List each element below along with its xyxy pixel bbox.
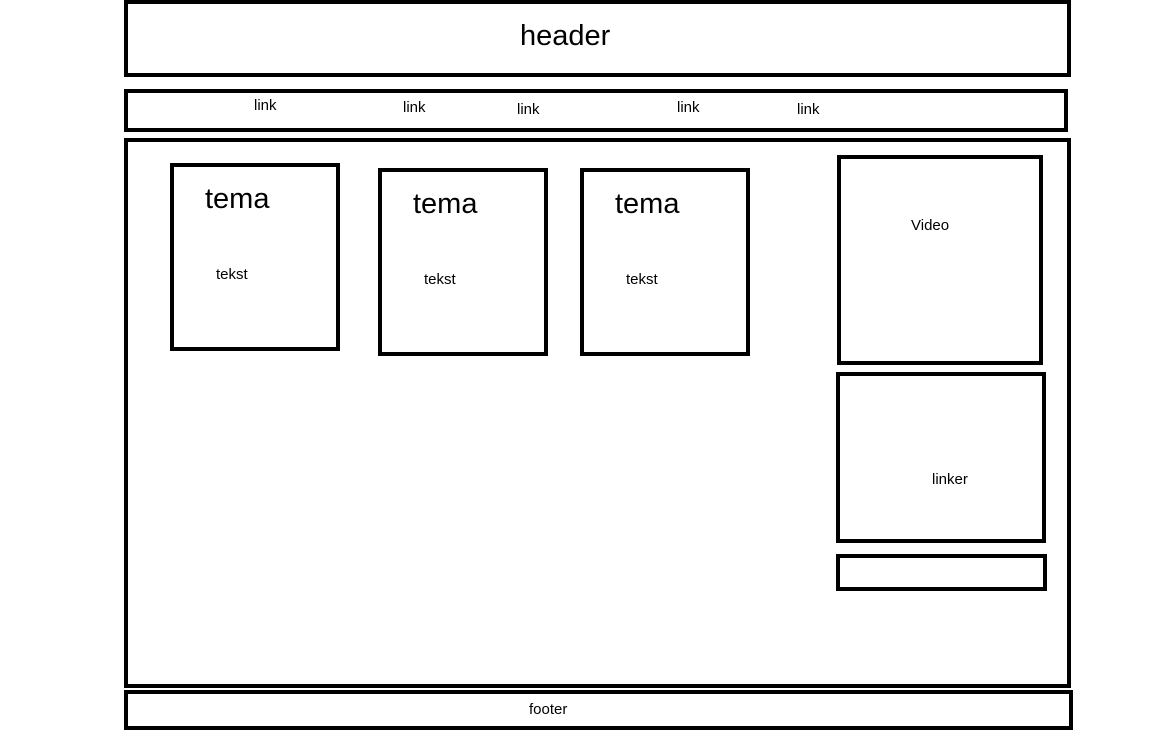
header-label: header: [520, 20, 611, 52]
topic-card-2: [378, 168, 548, 356]
nav-link-1[interactable]: link: [254, 97, 277, 114]
nav-link-3[interactable]: link: [517, 101, 540, 118]
topic-card-3-title: tema: [615, 188, 680, 220]
topic-card-1: [170, 163, 340, 351]
links-box: [836, 372, 1046, 543]
topic-card-1-title: tema: [205, 183, 270, 215]
topic-card-3: [580, 168, 750, 356]
header-box: [124, 0, 1071, 77]
sidebar-extra-box: [836, 554, 1047, 591]
footer-box: [124, 690, 1073, 730]
video-label: Video: [911, 217, 950, 234]
topic-card-2-title: tema: [413, 188, 478, 220]
links-label: linker: [932, 471, 968, 488]
nav-link-2[interactable]: link: [403, 99, 426, 116]
nav-bar: [124, 89, 1068, 132]
topic-card-3-text: tekst: [626, 271, 658, 288]
nav-link-4[interactable]: link: [677, 99, 700, 116]
video-box: [837, 155, 1043, 365]
nav-link-5[interactable]: link: [797, 101, 820, 118]
footer-label: footer: [529, 701, 568, 718]
topic-card-1-text: tekst: [216, 266, 248, 283]
topic-card-2-text: tekst: [424, 271, 456, 288]
